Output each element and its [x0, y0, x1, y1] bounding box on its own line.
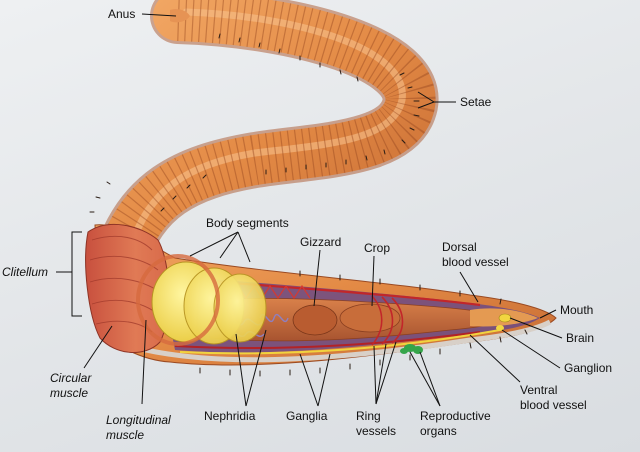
labels: Anus Setae Clitellum Body segments Gizza… — [2, 7, 612, 442]
label-reproductive-organs-1: Reproductive — [420, 409, 491, 423]
leader-ganglia-2 — [317, 353, 331, 407]
leader-ganglion — [501, 329, 561, 369]
longitudinal-muscle-ring — [136, 254, 220, 346]
label-ventral-vessel-1: Ventral — [520, 383, 557, 397]
septum-disk-3 — [213, 273, 267, 343]
label-ring-vessels-1: Ring — [356, 409, 381, 423]
bracket-clitellum — [71, 231, 82, 317]
leader-reproductive-1 — [409, 351, 441, 407]
label-body-segments: Body segments — [206, 216, 289, 230]
worm-body-highlight — [126, 8, 406, 254]
leader-ganglia-1 — [299, 353, 319, 407]
label-dorsal-vessel-2: blood vessel — [442, 255, 509, 269]
label-circular-muscle-2: muscle — [50, 386, 88, 400]
ventral-nerve-cord — [179, 329, 501, 355]
leader-reproductive-2 — [419, 351, 441, 407]
leader-ring-vessels-1 — [373, 345, 377, 405]
leader-ring-vessels-2 — [375, 343, 387, 405]
subpharyngeal-ganglion — [496, 325, 504, 331]
label-clitellum: Clitellum — [2, 265, 48, 279]
leader-dorsal-vessel — [459, 271, 479, 303]
label-ventral-vessel-2: blood vessel — [520, 398, 587, 412]
label-dorsal-vessel-1: Dorsal — [442, 240, 477, 254]
leader-body-segments-3 — [237, 231, 251, 263]
circular-muscle-texture — [89, 235, 161, 333]
leader-ventral-vessel — [469, 334, 521, 383]
label-longitudinal-muscle-1: Longitudinal — [106, 413, 171, 427]
leader-nephridia-2 — [245, 329, 267, 407]
crop — [339, 303, 401, 333]
label-gizzard: Gizzard — [300, 235, 341, 249]
leader-crop — [371, 255, 375, 307]
label-ganglia: Ganglia — [286, 409, 328, 423]
leader-ring-vessels-3 — [375, 341, 397, 405]
label-setae: Setae — [460, 95, 492, 109]
leader-gizzard — [313, 249, 321, 307]
leader-circular-muscle — [83, 325, 113, 369]
label-anus: Anus — [108, 7, 135, 21]
setae-bristles — [89, 33, 528, 377]
label-ring-vessels-2: vessels — [356, 424, 396, 438]
label-nephridia: Nephridia — [204, 409, 256, 423]
brain — [498, 313, 512, 323]
label-circular-muscle-1: Circular — [50, 371, 92, 385]
leader-lines — [56, 13, 563, 407]
ring-vessels — [371, 295, 404, 346]
body-wall-lower — [109, 319, 552, 363]
leader-body-segments-1 — [189, 231, 239, 257]
ventral-blood-vessel — [174, 331, 481, 350]
label-mouth: Mouth — [560, 303, 593, 317]
leader-body-segments-2 — [219, 231, 239, 259]
label-longitudinal-muscle-2: muscle — [106, 428, 144, 442]
leader-anus — [141, 13, 177, 17]
label-reproductive-organs-2: organs — [420, 424, 457, 438]
label-brain: Brain — [566, 331, 594, 345]
label-crop: Crop — [364, 241, 390, 255]
leader-longitudinal-muscle — [141, 319, 147, 405]
gizzard — [292, 304, 338, 336]
leader-mouth — [539, 309, 557, 319]
worm-tail-tip — [170, 9, 190, 23]
label-ganglion: Ganglion — [564, 361, 612, 375]
leader-brain — [509, 317, 563, 339]
leader-nephridia-1 — [235, 333, 247, 407]
